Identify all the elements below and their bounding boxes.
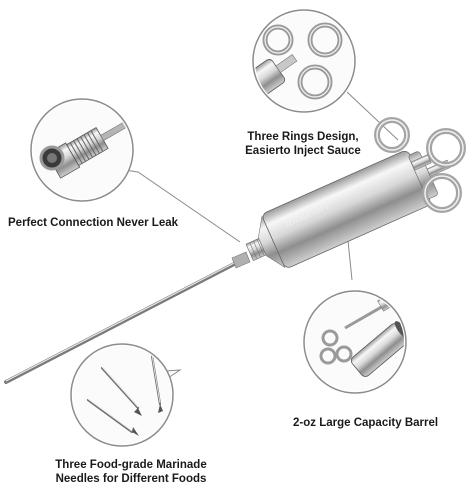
- leader-rings: [346, 91, 399, 141]
- callout-circle-connection: [30, 98, 134, 202]
- needles-caption-line1: Three Food-grade Marinade: [55, 459, 207, 471]
- barrel-caption: 2-oz Large Capacity Barrel: [293, 417, 439, 429]
- needles-caption: Three Food-grade Marinade Needles for Di…: [46, 458, 216, 486]
- needles-caption-line2: Needles for Different Foods: [55, 473, 207, 485]
- rings-caption-line1: Three Rings Design,: [247, 131, 359, 143]
- leader-connection: [123, 169, 241, 243]
- needle: [4, 251, 251, 384]
- rings-caption-line2: Easierto Inject Sauce: [245, 145, 361, 157]
- callout-circle-needles: [70, 343, 174, 447]
- connection-caption: Perfect Connection Never Leak: [8, 217, 179, 229]
- callout-circle-barrel: [303, 290, 407, 394]
- callout-circle-rings: [252, 9, 356, 113]
- rings-caption: Three Rings Design, Easierto Inject Sauc…: [232, 130, 374, 158]
